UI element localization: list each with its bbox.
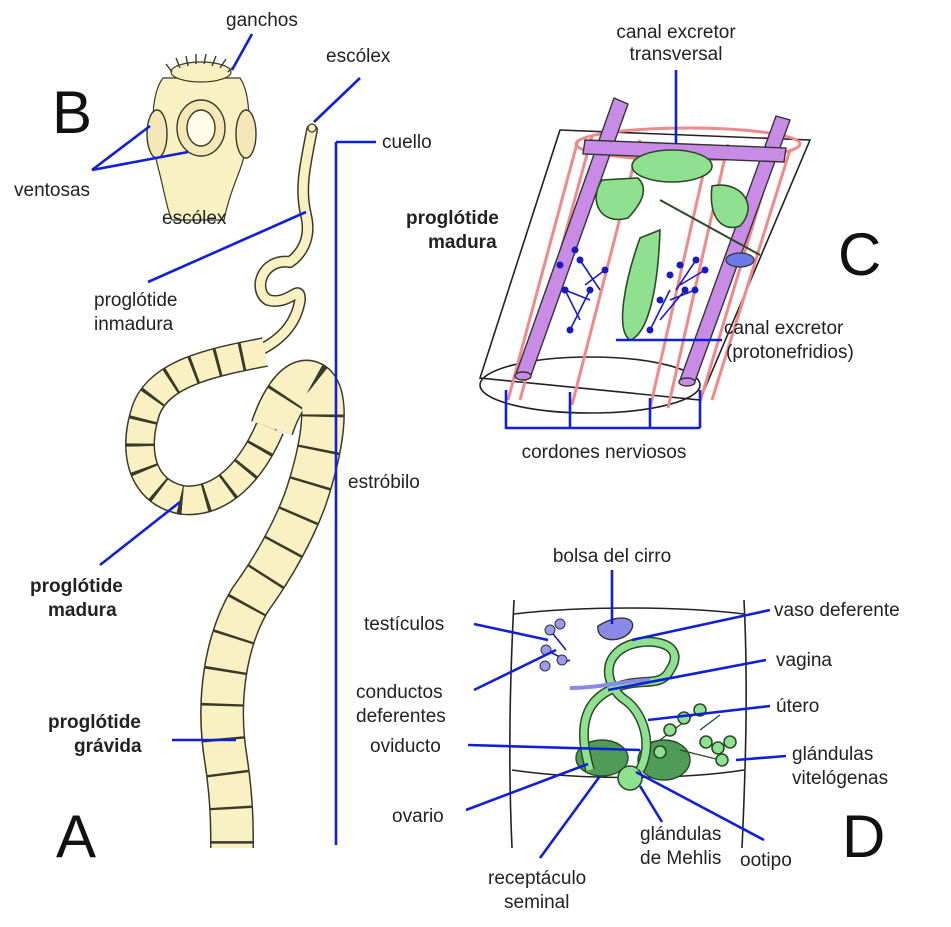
label-testiculos: testículos — [364, 614, 444, 635]
label-ventosas: ventosas — [14, 180, 90, 201]
panel-letter-b: B — [52, 79, 92, 146]
panel-letter-d: D — [842, 803, 885, 870]
label-glandulas-vitelogenas-2: vitelógenas — [792, 768, 888, 789]
label-receptaculo-1: receptáculo — [488, 868, 586, 889]
label-ootipo: ootipo — [740, 850, 792, 871]
label-bolsa-cirro: bolsa del cirro — [553, 546, 671, 567]
label-escolex-a: escólex — [326, 46, 391, 67]
label-vaso-deferente: vaso deferente — [774, 600, 900, 621]
label-cuello: cuello — [382, 132, 432, 153]
label-proglotide-gravida-1: proglótide — [48, 712, 141, 733]
label-glandulas-mehlis-1: glándulas — [640, 824, 721, 845]
panel-letter-c: C — [838, 221, 881, 288]
mature-proglottid-3d — [480, 98, 810, 413]
label-estrobilo: estróbilo — [348, 472, 420, 493]
scolex-closeup — [147, 54, 256, 220]
label-proglotide-madura-a-2: madura — [48, 600, 117, 621]
panel-letter-a: A — [56, 803, 96, 870]
label-canal-excretor-2: (protonefridios) — [726, 342, 854, 363]
label-conductos-deferentes-1: conductos — [356, 682, 443, 703]
label-canal-excretor-1: canal excretor — [724, 318, 844, 339]
label-glandulas-vitelogenas-1: glándulas — [792, 744, 873, 765]
label-proglotide-inmadura-2: inmadura — [94, 314, 174, 335]
label-ovario: ovario — [392, 806, 444, 827]
label-proglotide-inmadura-1: proglótide — [94, 290, 177, 311]
label-canal-transversal-1: canal excretor — [616, 22, 736, 43]
label-receptaculo-2: seminal — [504, 892, 569, 913]
label-glandulas-mehlis-2: de Mehlis — [640, 848, 721, 869]
label-ganchos: ganchos — [226, 10, 298, 31]
label-proglotide-madura-a-1: proglótide — [30, 576, 123, 597]
label-vagina: vagina — [776, 650, 832, 671]
label-oviducto: oviducto — [370, 736, 441, 757]
label-conductos-deferentes-2: deferentes — [356, 706, 446, 727]
label-cordones-nerviosos: cordones nerviosos — [522, 442, 687, 463]
label-utero: útero — [776, 696, 819, 717]
label-canal-transversal-2: transversal — [630, 44, 723, 65]
label-proglotide-madura-c-1: proglótide — [406, 208, 499, 229]
label-proglotide-madura-c-2: madura — [428, 232, 497, 253]
label-proglotide-gravida-2: grávida — [74, 736, 142, 757]
label-escolex-b: escólex — [162, 208, 227, 229]
